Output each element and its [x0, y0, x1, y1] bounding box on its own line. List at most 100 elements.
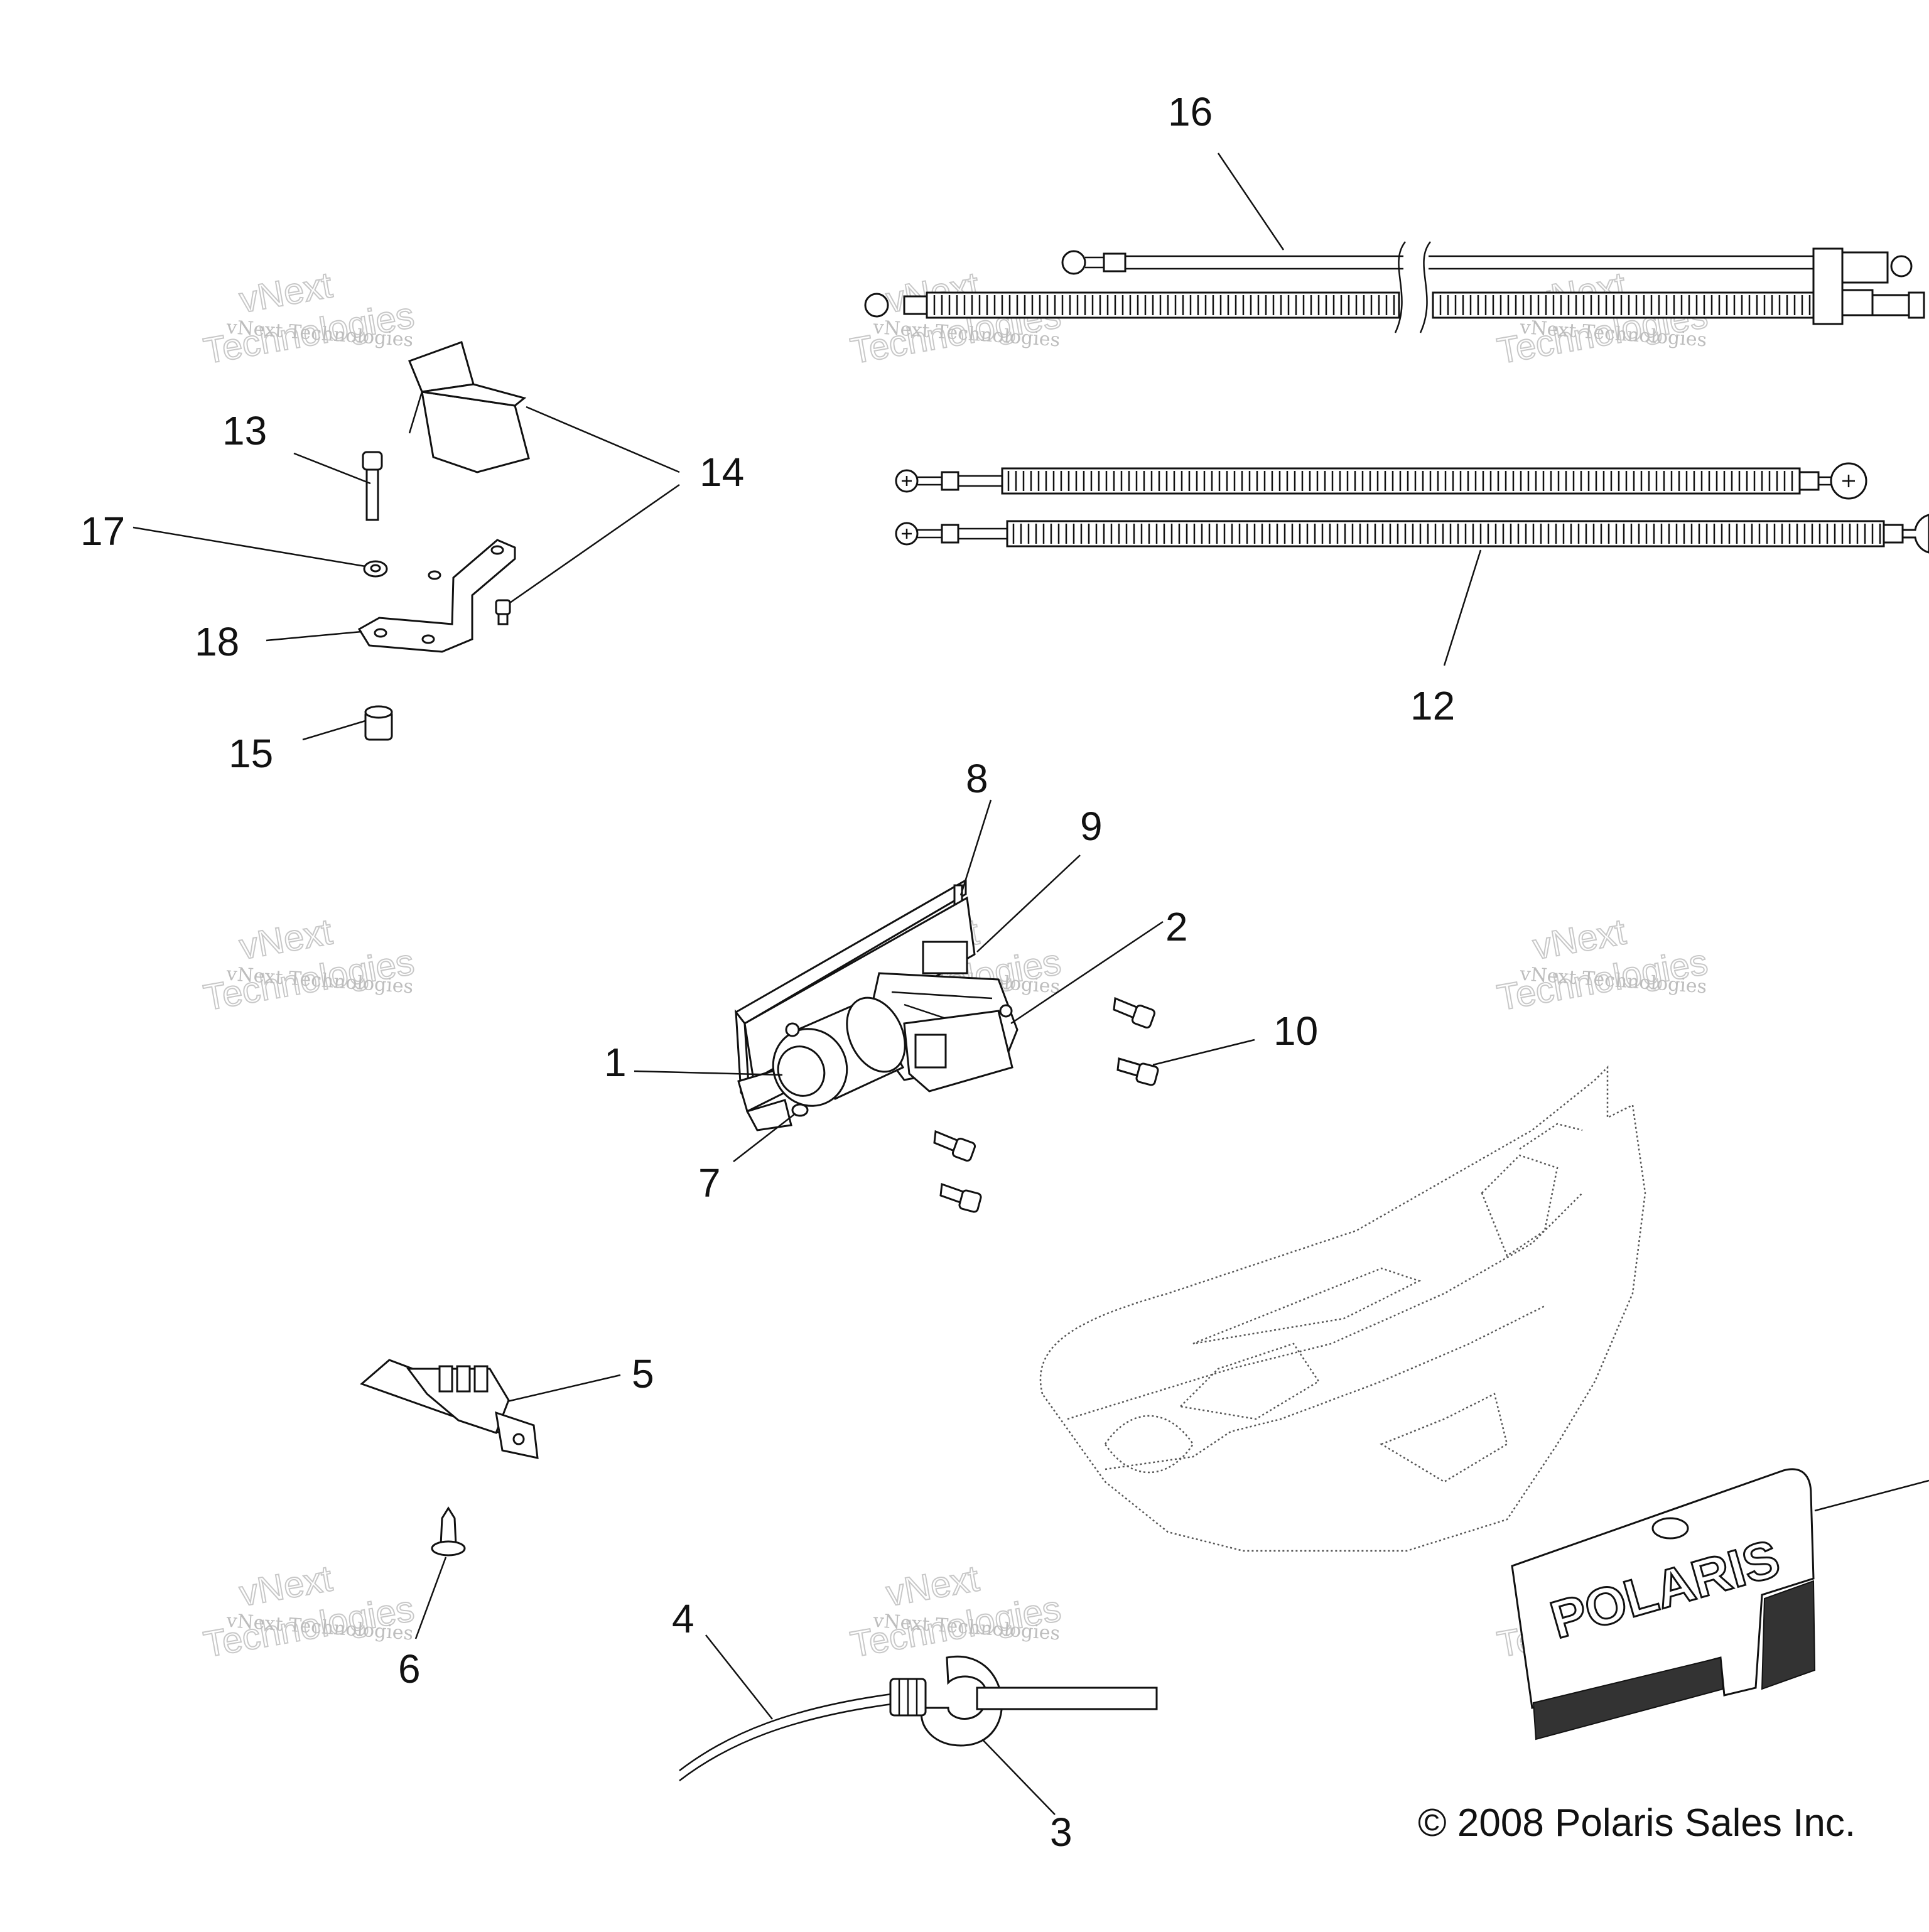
end-cap-body	[903, 1010, 1013, 1093]
part-10-screw[interactable]	[939, 1182, 982, 1213]
part-12-battery-cables[interactable]	[895, 462, 1929, 554]
callout-1: 1	[604, 1040, 627, 1085]
lower-tab	[745, 1099, 792, 1131]
part-18-bracket[interactable]	[357, 539, 516, 653]
part-4-wire[interactable]	[679, 1693, 892, 1781]
callout-16: 16	[1168, 89, 1213, 134]
connector-plug	[1908, 291, 1925, 319]
callout-17: 17	[80, 509, 125, 554]
bracket-hole	[374, 628, 387, 638]
part-10-screw[interactable]	[1116, 1057, 1159, 1086]
leader-5	[507, 1374, 621, 1403]
break-mark	[1419, 241, 1431, 333]
part-10-screw[interactable]	[933, 1130, 976, 1162]
connector-block	[1812, 247, 1844, 325]
bumper-outline	[1039, 1065, 1646, 1552]
leader-6	[414, 1557, 447, 1639]
terminal-crimp	[941, 471, 959, 491]
part-10-screw[interactable]	[1113, 996, 1156, 1029]
callout-5: 5	[632, 1351, 654, 1396]
grille-detail	[1481, 1154, 1559, 1257]
callout-14: 14	[700, 450, 744, 495]
rivet-pin	[440, 1506, 457, 1546]
grille-decal[interactable]: POLARIS	[1511, 1468, 1816, 1740]
relay-top-face	[421, 383, 527, 407]
leader-13	[293, 452, 371, 485]
terminal-crimp	[1798, 471, 1820, 491]
terminal-crimp	[941, 524, 959, 544]
watermark-group-7: Technologies vNext vNext Technologies	[200, 1557, 418, 1666]
part-6-push-rivet[interactable]	[431, 1506, 466, 1557]
badge-oval	[1651, 1517, 1689, 1540]
corrugated-sleeve	[926, 291, 1400, 319]
washer-hole	[370, 564, 381, 573]
callout-7: 7	[698, 1160, 721, 1206]
screw-head	[791, 1103, 809, 1117]
connector-plug	[1871, 294, 1910, 316]
leader-14b	[509, 483, 680, 604]
clamp-tail	[976, 1686, 1158, 1710]
part-7-screw[interactable]	[791, 1103, 809, 1117]
callout-18: 18	[195, 619, 239, 664]
terminal-crimp	[1883, 524, 1904, 544]
part-15-spacer[interactable]	[364, 705, 393, 741]
part-2-end-cap[interactable]	[903, 1004, 1013, 1093]
ring-terminal	[1890, 255, 1913, 278]
part-17-washer[interactable]	[363, 560, 388, 578]
ring-terminal	[1061, 250, 1086, 275]
callout-4: 4	[672, 1596, 694, 1641]
callout-numbers: 16 13 14 17 18 15 12 8 9 2 10 1 7 5 6 4 …	[80, 89, 1455, 1855]
motor-face	[777, 1045, 826, 1097]
callout-8: 8	[966, 756, 988, 801]
bracket-hole	[512, 1433, 525, 1445]
part-5-switch[interactable]	[360, 1359, 539, 1459]
part-16-cable-assembly[interactable]	[864, 241, 1925, 333]
leader-1	[634, 1070, 783, 1076]
watermark-group-2: Technologies vNext vNext Technologies	[847, 264, 1065, 372]
sleeve-ribs	[1007, 471, 1793, 491]
copyright-notice: © 2008 Polaris Sales Inc.	[1418, 1801, 1856, 1845]
leader-3	[983, 1740, 1056, 1815]
leader-17	[132, 526, 366, 568]
callout-12: 12	[1410, 683, 1455, 728]
break-mark	[1394, 241, 1406, 333]
bumper-line	[1067, 1192, 1583, 1420]
bracket-hole	[490, 545, 504, 555]
wire-line	[679, 1703, 892, 1781]
bolt-shank	[365, 468, 379, 521]
part-3-clamp[interactable]	[889, 1655, 1158, 1747]
leader-4	[705, 1634, 773, 1720]
grille-detail	[1380, 1393, 1508, 1483]
part-1-motor[interactable]	[760, 988, 916, 1118]
switch-terminal	[473, 1365, 489, 1393]
leader-12	[1443, 549, 1482, 666]
terminal-crimp	[903, 295, 928, 315]
connector-housing	[1841, 289, 1874, 316]
leader-18	[266, 630, 362, 642]
watermark-group-4: Technologies vNext vNext Technologies	[200, 910, 418, 1019]
sleeve-ribs	[1439, 295, 1811, 315]
callout-6: 6	[398, 1646, 421, 1692]
leader-10	[1152, 1039, 1255, 1066]
end-cap-screw	[999, 1004, 1013, 1018]
callout-10: 10	[1273, 1008, 1318, 1054]
leader-9	[976, 855, 1081, 953]
bumper-line	[1519, 1123, 1583, 1150]
callout-9: 9	[1080, 804, 1103, 849]
leader-15	[302, 720, 366, 741]
leader-16	[1217, 153, 1285, 251]
screw-head	[958, 1189, 982, 1213]
vehicle-front-reference	[1039, 1065, 1646, 1552]
ring-terminal-large	[1901, 514, 1929, 554]
relay-top-flap	[408, 341, 475, 393]
leader-2	[1010, 920, 1164, 1025]
sleeve-ribs	[926, 295, 1395, 315]
part-14-relay[interactable]	[408, 341, 530, 473]
part-13-bolt[interactable]	[362, 451, 383, 521]
screw-shank	[497, 613, 509, 625]
watermark-group-6: Technologies vNext vNext Technologies	[1494, 910, 1712, 1019]
part-14-screw[interactable]	[495, 599, 511, 625]
terminal-crimp	[1103, 252, 1127, 273]
